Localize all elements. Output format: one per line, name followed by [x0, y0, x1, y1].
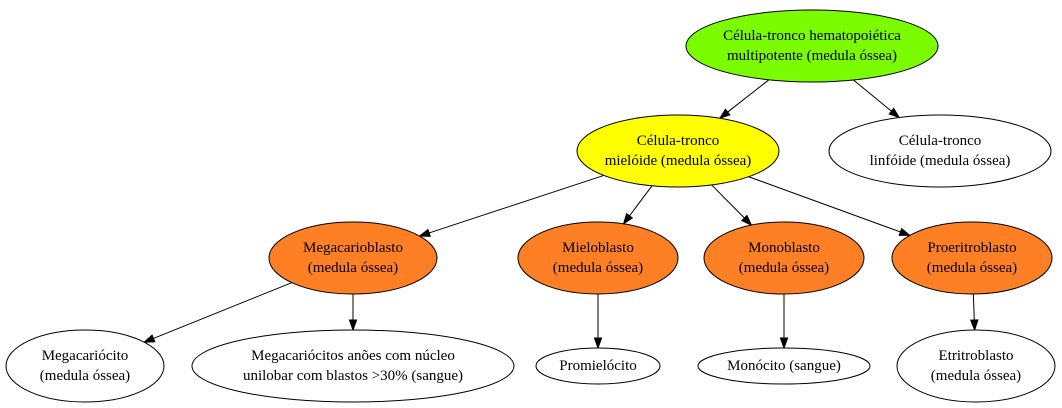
node-myeloblast: Mieloblasto (medula óssea)	[517, 221, 679, 295]
edge-hsc-to-lymphoid_stem	[853, 79, 901, 119]
arrowhead	[718, 108, 731, 120]
edge-line	[727, 79, 770, 113]
node-shape	[697, 347, 871, 385]
node-label: Megacariócito	[42, 348, 129, 364]
node-label: (medula óssea)	[40, 368, 130, 384]
edge-myeloid_stem-to-monoblast	[711, 184, 753, 227]
node-shape	[685, 9, 939, 83]
edge-line	[153, 282, 292, 339]
node-shape	[5, 329, 165, 403]
node-label: Megacariócitos anões com núcleo	[251, 348, 455, 364]
edge-line	[629, 185, 653, 217]
arrowhead	[779, 337, 789, 350]
arrowhead	[418, 228, 431, 237]
node-label: linfóide (medula óssea)	[870, 153, 1011, 169]
node-erythroblast: Etritroblasto (medula óssea)	[896, 329, 1056, 403]
arrowhead	[348, 319, 358, 332]
edge-myeloblast-to-promyelocyte	[593, 294, 603, 350]
arrowhead	[740, 214, 753, 227]
node-label: Célula-tronco	[899, 133, 981, 149]
node-label: mielóide (medula óssea)	[605, 153, 752, 169]
edge-proerythroblast-to-erythroblast	[969, 293, 979, 332]
node-label: Megacarioblasto	[303, 240, 403, 256]
edge-line	[428, 174, 604, 234]
node-label: Proeritroblasto	[927, 240, 1016, 256]
arrowhead	[898, 227, 912, 236]
edge-myeloid_stem-to-proerythroblast	[748, 176, 912, 236]
node-shape	[268, 221, 438, 295]
node-megakaryoblast: Megacarioblasto (medula óssea)	[268, 221, 438, 295]
node-label: unilobar com blastos >30% (sangue)	[243, 368, 463, 384]
node-label: (medula óssea)	[308, 260, 398, 276]
node-label: (medula óssea)	[931, 368, 1021, 384]
nodes-layer: Célula-tronco hematopoiética multipotente…	[5, 9, 1056, 403]
node-label: Promielócito	[559, 358, 637, 374]
arrowhead	[969, 319, 979, 332]
node-dwarf_megakaryocytes: Megacariócitos anões com núcleo unilobar …	[191, 329, 515, 403]
node-monoblast: Monoblasto (medula óssea)	[703, 221, 865, 295]
node-label: Monoblasto	[748, 240, 820, 256]
node-shape	[576, 114, 780, 188]
edge-line	[748, 176, 901, 233]
node-label: Mieloblasto	[562, 240, 634, 256]
node-shape	[891, 221, 1053, 295]
edge-myeloid_stem-to-myeloblast	[622, 185, 653, 226]
edges-layer	[142, 79, 979, 350]
node-label: (medula óssea)	[553, 260, 643, 276]
node-promyelocyte: Promielócito	[535, 347, 661, 385]
node-label: (medula óssea)	[927, 260, 1017, 276]
edge-line	[853, 79, 892, 112]
node-monocyte: Monócito (sangue)	[697, 347, 871, 385]
edge-line	[711, 184, 745, 219]
node-shape	[896, 329, 1056, 403]
edge-hsc-to-myeloid_stem	[718, 79, 770, 120]
arrowhead	[622, 212, 634, 226]
edge-myeloid_stem-to-megakaryoblast	[418, 174, 604, 237]
node-label: Etritroblasto	[939, 348, 1014, 364]
edge-megakaryoblast-to-megakaryocyte	[142, 282, 292, 343]
node-label: Monócito (sangue)	[727, 358, 841, 374]
node-megakaryocyte: Megacariócito (medula óssea)	[5, 329, 165, 403]
node-shape	[828, 114, 1052, 188]
node-lymphoid_stem: Célula-tronco linfóide (medula óssea)	[828, 114, 1052, 188]
node-proerythroblast: Proeritroblasto (medula óssea)	[891, 221, 1053, 295]
node-shape	[517, 221, 679, 295]
edge-monoblast-to-monocyte	[779, 294, 789, 350]
edge-line	[972, 293, 975, 321]
node-hsc: Célula-tronco hematopoiética multipotente…	[685, 9, 939, 83]
edge-megakaryoblast-to-dwarf_megakaryocytes	[348, 294, 358, 332]
node-shape	[191, 329, 515, 403]
node-shape	[703, 221, 865, 295]
node-myeloid_stem: Célula-tronco mielóide (medula óssea)	[576, 114, 780, 188]
node-shape	[535, 347, 661, 385]
arrowhead	[593, 337, 603, 350]
node-label: Célula-tronco hematopoiética	[723, 28, 901, 44]
node-label: (medula óssea)	[739, 260, 829, 276]
node-label: Célula-tronco	[637, 133, 719, 149]
arrowhead	[888, 107, 901, 119]
node-label: multipotente (medula óssea)	[727, 48, 897, 64]
arrowhead	[142, 334, 156, 343]
